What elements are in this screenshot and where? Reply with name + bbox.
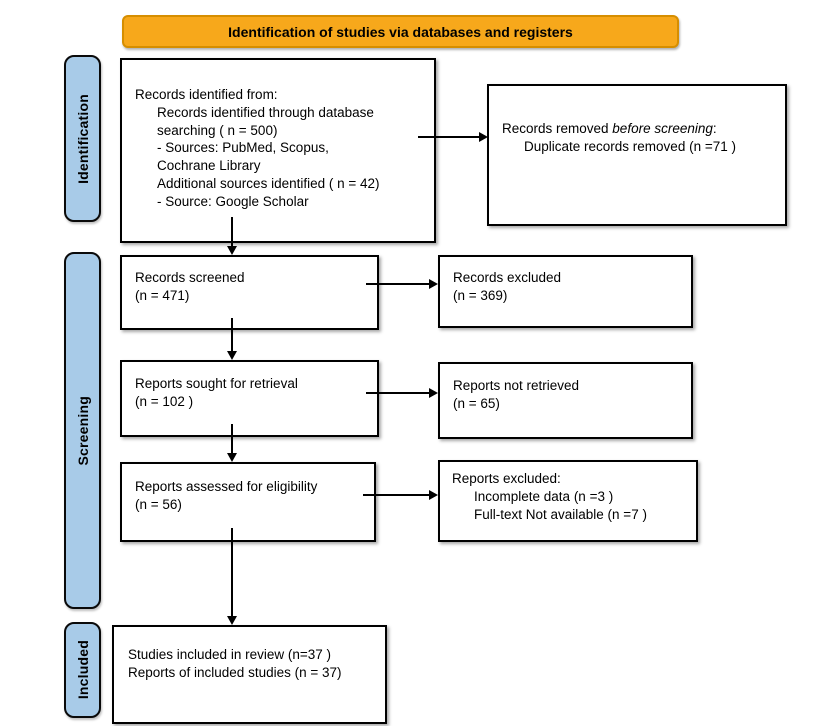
- box-line-segment: Duplicate records removed (n =71 ): [524, 138, 736, 154]
- box-line-segment: Reports assessed for eligibility: [135, 479, 318, 494]
- box-line: (n = 102 ): [135, 393, 377, 411]
- box-line: Full-text Not available (n =7 ): [452, 506, 696, 524]
- box-line: searching ( n = 500): [135, 122, 428, 140]
- box-records-removed: Records removed before screening:Duplica…: [487, 84, 787, 226]
- stage-screening-text: Screening: [74, 395, 91, 466]
- arrow-screened-to-sought: [227, 318, 237, 360]
- arrow-screened-to-excluded: [366, 279, 438, 289]
- box-line-segment: (n = 471): [135, 287, 190, 303]
- box-line: Studies included in review (n=37 ): [128, 646, 385, 664]
- box-line-segment: Reports excluded:: [452, 471, 561, 486]
- box-line-segment: searching ( n = 500): [157, 122, 278, 138]
- box-line-segment: Full-text Not available (n =7 ): [474, 506, 647, 522]
- box-line: (n = 369): [453, 287, 691, 305]
- box-line-segment: Records screened: [135, 270, 245, 285]
- box-records-excluded: Records excluded (n = 369): [438, 255, 693, 328]
- box-line-italic-segment: before screening: [612, 121, 713, 136]
- stage-identification-text: Identification: [74, 93, 91, 184]
- box-reports-assessed: Reports assessed for eligibility (n = 56): [120, 462, 376, 542]
- stage-label-included: Included: [64, 622, 101, 718]
- box-line: (n = 471): [135, 287, 377, 305]
- box-line-segment: - Sources: PubMed, Scopus,: [157, 140, 329, 156]
- box-records-identified: Records identified from: Records identifi…: [120, 58, 436, 243]
- box-line: Reports excluded:: [452, 470, 696, 488]
- box-line: Reports of included studies (n = 37): [128, 664, 385, 682]
- box-line: Records screened: [135, 269, 377, 287]
- box-reports-excluded: Reports excluded: Incomplete data (n =3 )…: [438, 460, 698, 542]
- box-line: Records identified from:: [135, 86, 428, 104]
- box-line-segment: Cochrane Library: [157, 158, 261, 174]
- box-line-segment: (n = 102 ): [135, 393, 194, 409]
- box-line: - Source: Google Scholar: [135, 193, 428, 211]
- box-line: Records identified through database: [135, 104, 428, 122]
- stage-included-text: Included: [74, 640, 91, 700]
- box-line: Reports not retrieved: [453, 377, 691, 395]
- box-line: Records removed before screening:: [502, 120, 781, 138]
- box-line-segment: Reports of included studies (n = 37): [128, 664, 342, 680]
- box-line-segment: Incomplete data (n =3 ): [474, 488, 614, 504]
- box-line-segment: Records identified from:: [135, 87, 278, 102]
- box-line: - Sources: PubMed, Scopus,: [135, 139, 428, 157]
- box-line-segment: Additional sources identified ( n = 42): [157, 176, 380, 192]
- box-line-segment: - Source: Google Scholar: [157, 193, 309, 209]
- box-studies-included: Studies included in review (n=37 ) Report…: [112, 625, 387, 724]
- box-line-segment: :: [712, 121, 717, 136]
- arrow-identified-to-screened: [227, 217, 237, 255]
- box-line-segment: Reports not retrieved: [453, 378, 580, 393]
- box-line: Cochrane Library: [135, 157, 428, 175]
- banner-title-label: Identification of studies via databases …: [228, 23, 573, 40]
- stage-label-identification: Identification: [64, 55, 101, 222]
- box-line-segment: Records identified through database: [157, 104, 374, 120]
- box-line: Records excluded: [453, 269, 691, 287]
- box-line-segment: Records removed: [502, 121, 613, 136]
- box-line-segment: (n = 56): [135, 496, 182, 512]
- box-line-segment: Records excluded: [453, 270, 562, 285]
- box-line: (n = 65): [453, 395, 691, 413]
- arrow-identified-to-removed: [418, 132, 488, 142]
- box-line: Reports assessed for eligibility: [135, 478, 374, 496]
- box-line-segment: (n = 369): [453, 287, 508, 303]
- box-line: Additional sources identified ( n = 42): [135, 175, 428, 193]
- box-reports-not-retrieved: Reports not retrieved (n = 65): [438, 362, 693, 439]
- box-line-segment: Reports sought for retrieval: [135, 376, 298, 391]
- box-line: Duplicate records removed (n =71 ): [502, 138, 781, 156]
- arrow-sought-to-assessed: [227, 424, 237, 462]
- stage-label-screening: Screening: [64, 252, 101, 609]
- box-line: Reports sought for retrieval: [135, 375, 377, 393]
- box-line: Incomplete data (n =3 ): [452, 488, 696, 506]
- box-records-screened: Records screened (n = 471): [120, 255, 379, 330]
- arrow-assessed-to-included: [227, 528, 237, 625]
- box-line-segment: (n = 65): [453, 395, 500, 411]
- banner-title: Identification of studies via databases …: [122, 15, 679, 48]
- box-line: (n = 56): [135, 496, 374, 514]
- arrow-sought-to-not-retrieved: [366, 388, 438, 398]
- box-line-segment: Studies included in review (n=37 ): [128, 647, 331, 662]
- arrow-assessed-to-excluded: [363, 490, 438, 500]
- box-reports-sought: Reports sought for retrieval (n = 102 ): [120, 360, 379, 437]
